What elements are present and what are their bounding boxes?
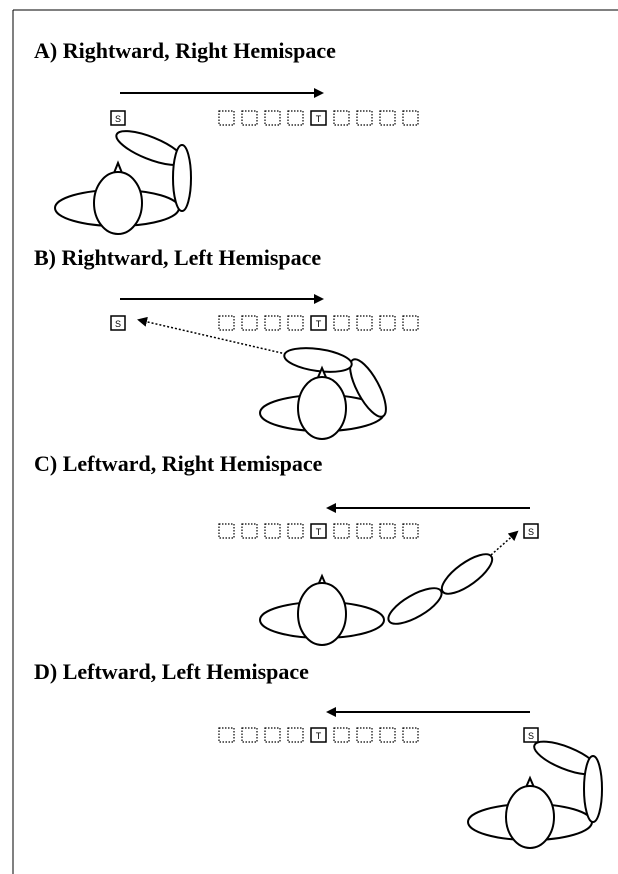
panel-b-placeholder-box bbox=[379, 315, 396, 331]
panel-b-box-row: T bbox=[218, 315, 419, 331]
panel-c-placeholder-box bbox=[356, 523, 373, 539]
panel-c-box-row: T bbox=[218, 523, 419, 539]
panel-d-forearm bbox=[583, 755, 603, 823]
panel-b-title: B) Rightward, Left Hemispace bbox=[34, 245, 321, 270]
panel-b-target-box bbox=[310, 315, 327, 331]
panel-b-upper-arm bbox=[349, 358, 387, 418]
panel-c-start-box bbox=[523, 523, 539, 539]
panel-c: C) Leftward, Right Hemispace T S bbox=[34, 451, 539, 646]
panel-d-target-box bbox=[310, 727, 327, 743]
panel-d-title: D) Leftward, Left Hemispace bbox=[34, 659, 309, 684]
panel-a-forearm bbox=[172, 144, 192, 212]
panel-c-placeholder-box bbox=[241, 523, 258, 539]
panel-b-placeholder-box bbox=[218, 315, 235, 331]
panel-b-figure bbox=[259, 347, 387, 440]
panel-b-placeholder-box bbox=[287, 315, 304, 331]
panel-a-placeholder-box bbox=[287, 110, 304, 126]
panel-c-target-box bbox=[310, 523, 327, 539]
panel-d-placeholder-box bbox=[287, 727, 304, 743]
panel-b: B) Rightward, Left Hemispace S T bbox=[34, 245, 419, 440]
panel-a-figure bbox=[54, 130, 192, 235]
panel-a-placeholder-box bbox=[264, 110, 281, 126]
panel-c-target-label: T bbox=[316, 527, 322, 537]
panel-d-placeholder-box bbox=[264, 727, 281, 743]
panel-a-head bbox=[93, 171, 143, 235]
panel-c-placeholder-box bbox=[402, 523, 419, 539]
panel-a-placeholder-box bbox=[356, 110, 373, 126]
panel-c-placeholder-box bbox=[287, 523, 304, 539]
panel-a-placeholder-box bbox=[379, 110, 396, 126]
panel-a: A) Rightward, Right Hemispace S T bbox=[34, 38, 419, 235]
panel-a-box-row: T bbox=[218, 110, 419, 126]
panel-c-figure bbox=[259, 553, 494, 646]
panel-a-placeholder-box bbox=[333, 110, 350, 126]
panel-d-placeholder-box bbox=[356, 727, 373, 743]
panel-c-upper-arm bbox=[387, 587, 443, 625]
panel-c-title: C) Leftward, Right Hemispace bbox=[34, 451, 323, 476]
panel-a-placeholder-box bbox=[402, 110, 419, 126]
panel-c-start-label: S bbox=[528, 527, 534, 537]
panel-b-forearm bbox=[283, 347, 353, 373]
panel-d-start-label: S bbox=[528, 731, 534, 741]
panel-b-placeholder-box bbox=[241, 315, 258, 331]
panel-b-placeholder-box bbox=[356, 315, 373, 331]
panel-d-placeholder-box bbox=[379, 727, 396, 743]
panel-a-target-box bbox=[310, 110, 327, 126]
panel-b-head bbox=[297, 376, 347, 440]
panel-a-title: A) Rightward, Right Hemispace bbox=[34, 38, 336, 63]
panel-b-placeholder-box bbox=[333, 315, 350, 331]
panel-c-forearm bbox=[440, 553, 494, 595]
panel-c-placeholder-box bbox=[218, 523, 235, 539]
panel-a-target-label: T bbox=[316, 114, 322, 124]
panel-d-start-box bbox=[523, 727, 539, 743]
panel-d-placeholder-box bbox=[218, 727, 235, 743]
panel-c-pointing-arrow bbox=[490, 530, 519, 556]
panel-d: D) Leftward, Left Hemispace T S bbox=[34, 659, 603, 849]
panel-b-pointing-arrow bbox=[137, 316, 287, 355]
panel-d-placeholder-box bbox=[402, 727, 419, 743]
panel-b-start-box bbox=[110, 315, 126, 331]
panel-a-start-box bbox=[110, 110, 126, 126]
panel-d-box-row: T bbox=[218, 727, 419, 743]
panel-c-placeholder-box bbox=[379, 523, 396, 539]
panel-b-start-label: S bbox=[115, 319, 121, 329]
panel-c-placeholder-box bbox=[264, 523, 281, 539]
panel-d-placeholder-box bbox=[333, 727, 350, 743]
panel-a-placeholder-box bbox=[218, 110, 235, 126]
panel-c-placeholder-box bbox=[333, 523, 350, 539]
panel-c-head bbox=[297, 582, 347, 646]
panel-d-figure bbox=[467, 740, 603, 849]
panel-d-target-label: T bbox=[316, 731, 322, 741]
panel-b-placeholder-box bbox=[402, 315, 419, 331]
panel-d-head bbox=[505, 785, 555, 849]
panel-b-target-label: T bbox=[316, 319, 322, 329]
panel-a-start-label: S bbox=[115, 114, 121, 124]
panel-b-placeholder-box bbox=[264, 315, 281, 331]
panel-d-placeholder-box bbox=[241, 727, 258, 743]
panel-a-placeholder-box bbox=[241, 110, 258, 126]
